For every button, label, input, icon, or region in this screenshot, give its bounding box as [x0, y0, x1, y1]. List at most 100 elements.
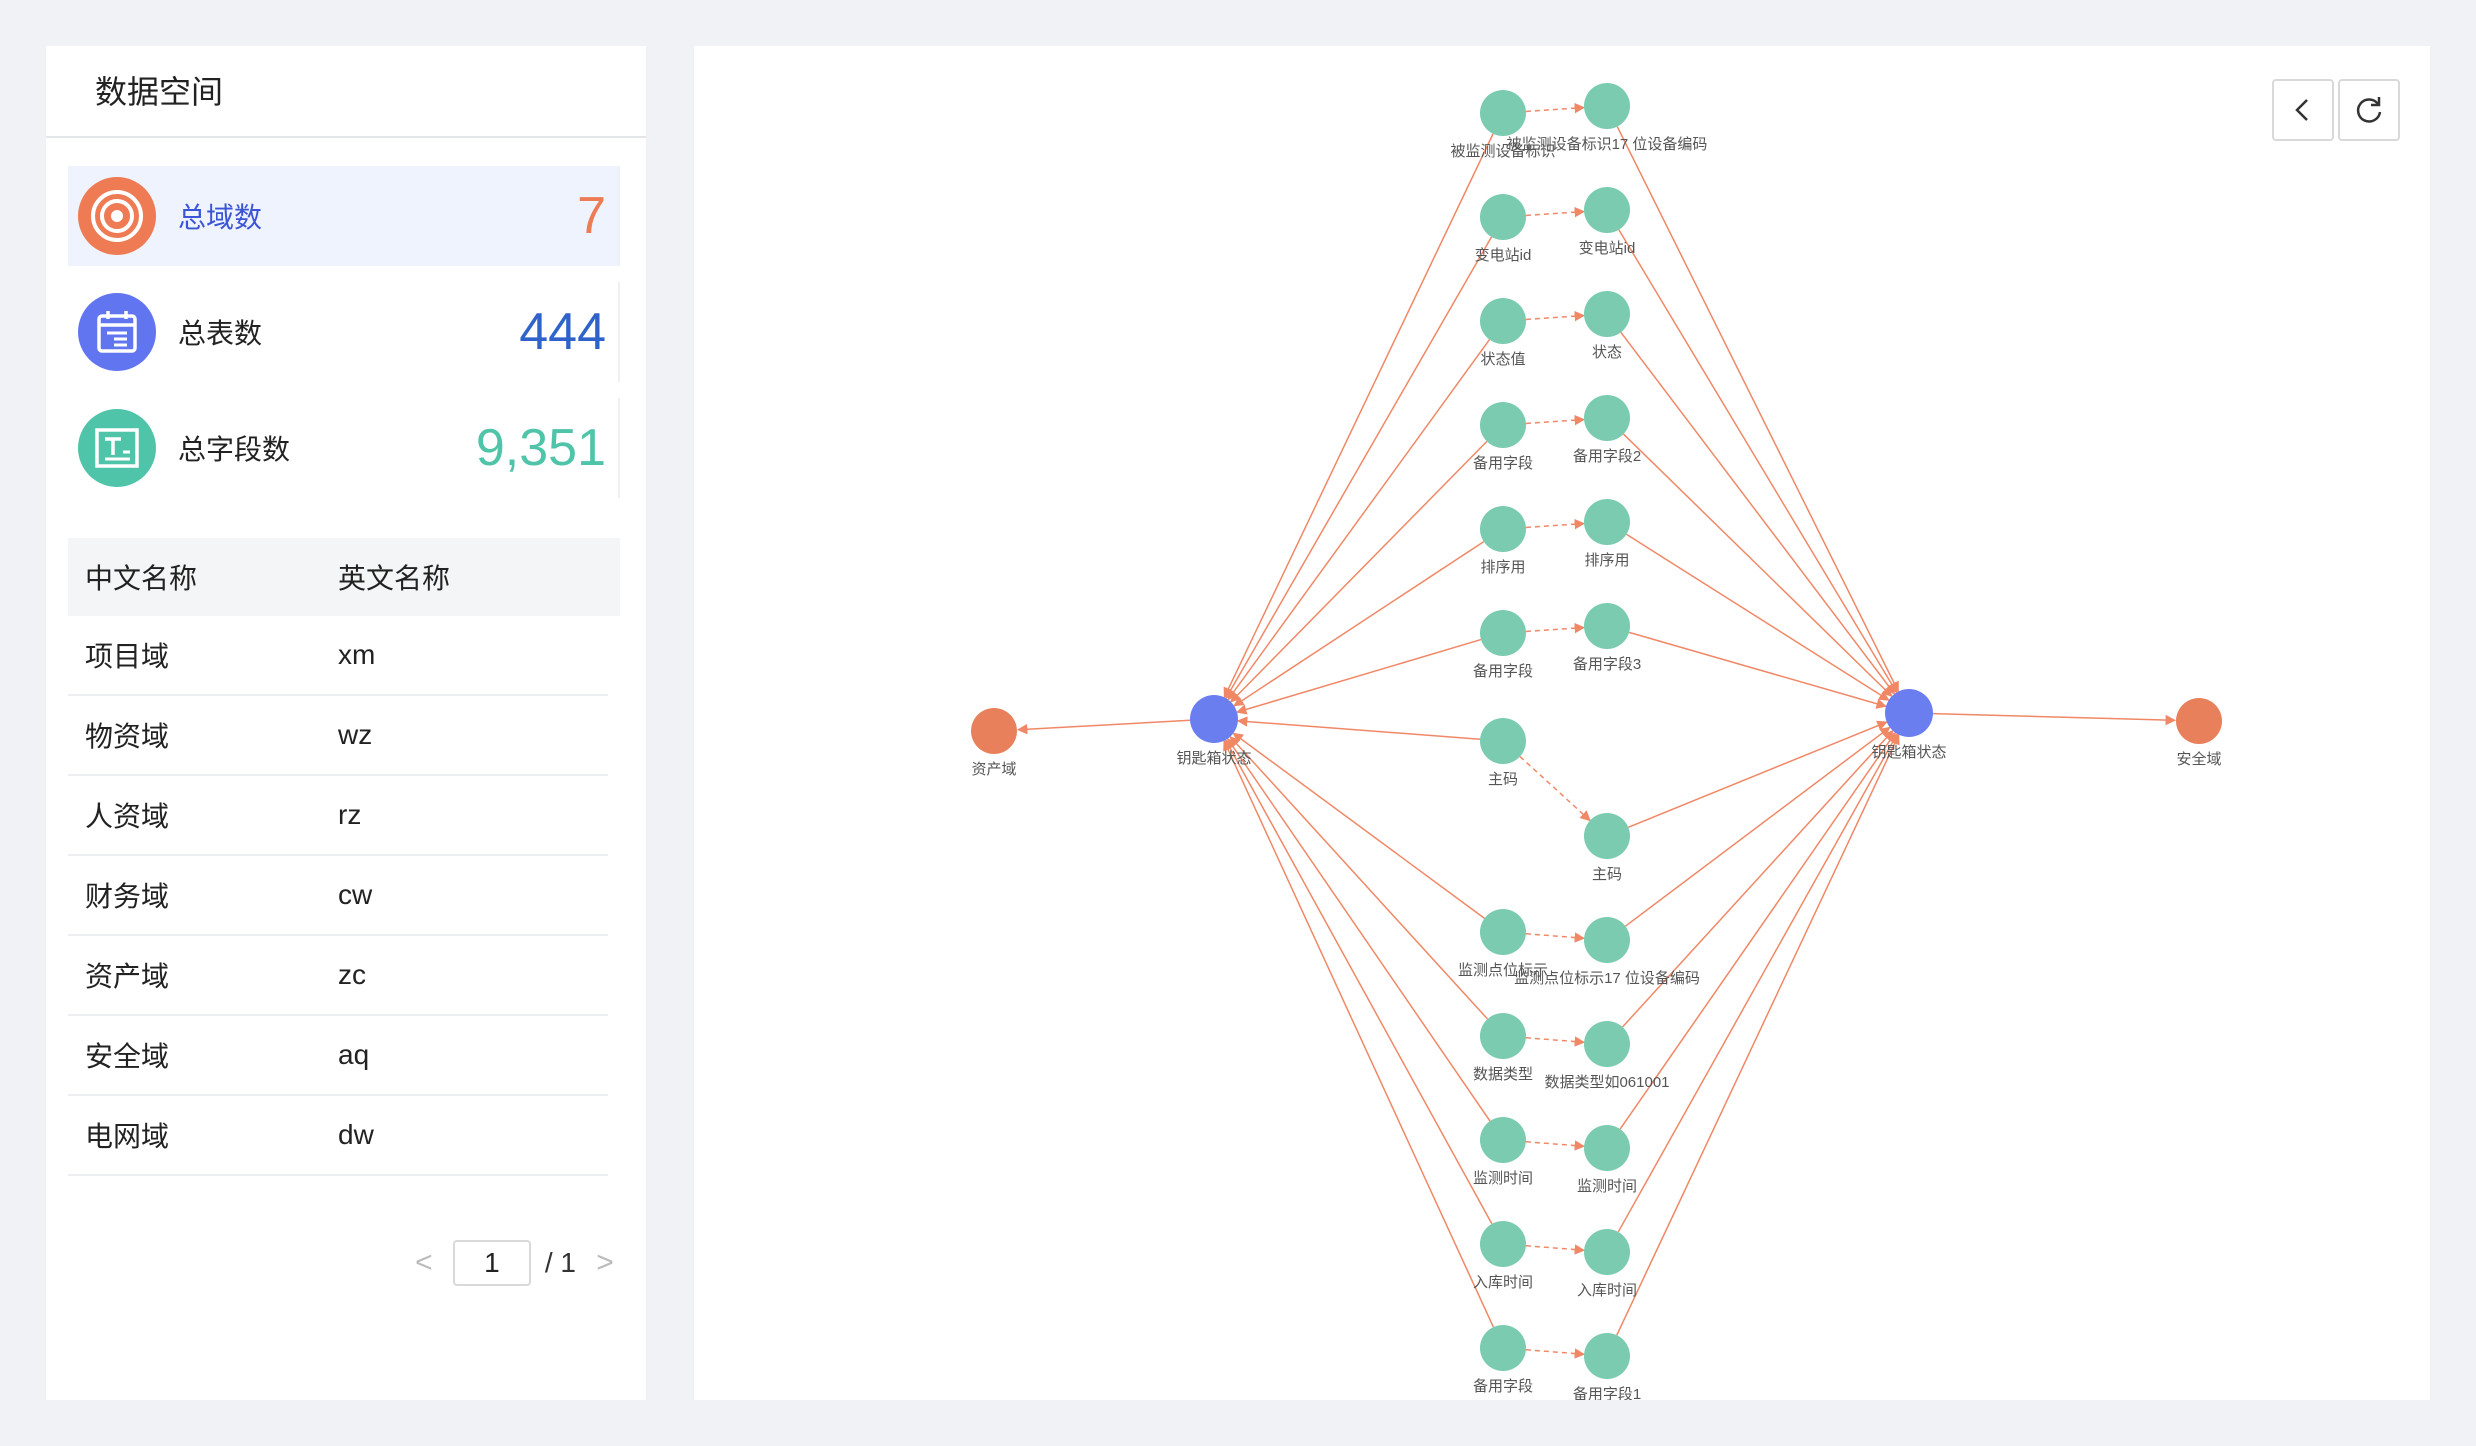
domain-node-label: 安全域: [2176, 750, 2221, 768]
table-row[interactable]: 安全域 aq: [68, 1016, 608, 1096]
field-node[interactable]: [1584, 83, 1630, 129]
field-node[interactable]: [1480, 1117, 1526, 1163]
field-node[interactable]: [1480, 1325, 1526, 1371]
refresh-button[interactable]: [2338, 79, 2400, 141]
edge-field-to-field: [1525, 102, 1586, 114]
cell-english-name: xm: [338, 639, 376, 670]
cell-chinese-name: 人资域: [85, 801, 170, 832]
edge-field-to-table: [1624, 726, 1891, 927]
field-node[interactable]: [1480, 1013, 1526, 1059]
field-node[interactable]: [1584, 813, 1630, 859]
table-row[interactable]: 物资域 wz: [68, 696, 608, 776]
edge-field-to-field: [1525, 206, 1586, 218]
edge-field-to-table: [1233, 541, 1485, 707]
edge-table-to-domain: [1016, 719, 1191, 735]
field-node[interactable]: [1480, 194, 1526, 240]
field-node-label: 主码: [1592, 866, 1622, 883]
field-node[interactable]: [1584, 187, 1630, 233]
cell-chinese-name: 财务域: [85, 881, 170, 912]
table-node-label: 钥匙箱状态: [1176, 750, 1251, 767]
field-node-label: 变电站id: [1579, 240, 1636, 257]
table-header: 中文名称 英文名称: [68, 538, 620, 616]
calendar-table-icon: [78, 293, 156, 371]
field-node[interactable]: [1480, 506, 1526, 552]
field-node-label: 入库时间: [1473, 1274, 1533, 1291]
prev-page-button[interactable]: <: [415, 1246, 433, 1279]
cell-chinese-name: 安全域: [85, 1041, 170, 1072]
edge-field-to-table: [1617, 733, 1898, 1233]
field-node-label: 数据类型: [1473, 1066, 1533, 1083]
page-number-input[interactable]: [452, 1240, 531, 1286]
field-node-label: 状态: [1592, 344, 1622, 361]
field-node[interactable]: [1480, 909, 1526, 955]
edge-field-to-table: [1620, 331, 1896, 695]
field-node[interactable]: [1584, 603, 1630, 649]
stat-value: 7: [577, 187, 606, 245]
field-node[interactable]: [1584, 1333, 1630, 1379]
edge-field-to-table: [1229, 735, 1489, 1020]
edge-field-to-field: [1525, 518, 1586, 530]
lineage-graph[interactable]: 资产域安全域钥匙箱状态钥匙箱状态被监测设备标识被监测设备标识17 位设备编码变电…: [694, 46, 2430, 1400]
table-row[interactable]: 财务域 cw: [68, 856, 608, 936]
edge-field-to-table: [1622, 433, 1893, 697]
back-button[interactable]: [2272, 79, 2334, 141]
table-node[interactable]: [1190, 695, 1238, 743]
stats-list: 总域数 7 总表数 444: [68, 166, 620, 514]
column-header-english-name: 英文名称: [338, 563, 451, 594]
table-row[interactable]: 电网域 dw: [68, 1096, 608, 1176]
edge-field-to-table: [1621, 729, 1894, 1028]
domain-node[interactable]: [2176, 698, 2222, 744]
edge-field-to-field: [1525, 622, 1586, 634]
stat-total-fields[interactable]: 总字段数 9,351: [68, 398, 620, 498]
table-node[interactable]: [1885, 689, 1933, 737]
cell-english-name: dw: [338, 1119, 374, 1150]
field-node-label: 排序用: [1480, 559, 1525, 576]
next-page-button[interactable]: >: [596, 1246, 614, 1279]
cell-english-name: zc: [338, 959, 366, 990]
field-node[interactable]: [1584, 1125, 1630, 1171]
target-icon: [78, 177, 156, 255]
edge-field-to-field: [1525, 1036, 1586, 1047]
column-header-chinese-name: 中文名称: [85, 563, 198, 594]
field-node-label: 被监测设备标识17 位设备编码: [1507, 136, 1708, 153]
field-node[interactable]: [1584, 499, 1630, 545]
field-node-label: 排序用: [1584, 552, 1629, 569]
field-node-label: 备用字段1: [1573, 1386, 1641, 1400]
stat-label: 总域数: [178, 202, 263, 233]
table-row[interactable]: 资产域 zc: [68, 936, 608, 1016]
edge-field-to-table: [1226, 737, 1491, 1122]
lineage-graph-panel: 资产域安全域钥匙箱状态钥匙箱状态被监测设备标识被监测设备标识17 位设备编码变电…: [694, 46, 2430, 1400]
field-node[interactable]: [1584, 1229, 1630, 1275]
field-node[interactable]: [1480, 298, 1526, 344]
edge-field-to-table: [1626, 533, 1890, 701]
stat-total-tables[interactable]: 总表数 444: [68, 282, 620, 382]
field-node-label: 备用字段2: [1573, 448, 1641, 465]
table-row[interactable]: 人资域 rz: [68, 776, 608, 856]
edge-field-to-table: [1225, 236, 1493, 700]
field-node-label: 监测点位标示: [1458, 962, 1548, 979]
field-node[interactable]: [1480, 610, 1526, 656]
cell-english-name: wz: [338, 719, 373, 750]
field-node[interactable]: [1480, 718, 1526, 764]
domain-node[interactable]: [971, 708, 1017, 754]
field-node[interactable]: [1480, 1221, 1526, 1267]
edge-field-to-table: [1235, 638, 1482, 715]
table-row[interactable]: 项目域 xm: [68, 616, 608, 696]
edge-field-to-table: [1618, 229, 1898, 694]
field-node[interactable]: [1480, 90, 1526, 136]
field-node-label: 监测时间: [1577, 1178, 1637, 1195]
field-node[interactable]: [1584, 291, 1630, 337]
cell-english-name: cw: [338, 879, 373, 910]
edge-field-to-table: [1236, 716, 1481, 741]
edge-field-to-field: [1519, 755, 1591, 822]
field-node-label: 监测点位标示17 位设备编码: [1514, 970, 1700, 987]
edge-field-to-field: [1525, 310, 1586, 322]
edge-field-to-field: [1525, 932, 1586, 943]
field-node[interactable]: [1584, 395, 1630, 441]
field-node[interactable]: [1584, 917, 1630, 963]
stat-label: 总字段数: [178, 434, 291, 465]
field-node[interactable]: [1480, 402, 1526, 448]
stat-total-domains[interactable]: 总域数 7: [68, 166, 620, 266]
field-node[interactable]: [1584, 1021, 1630, 1067]
field-node-label: 变电站id: [1475, 247, 1532, 264]
